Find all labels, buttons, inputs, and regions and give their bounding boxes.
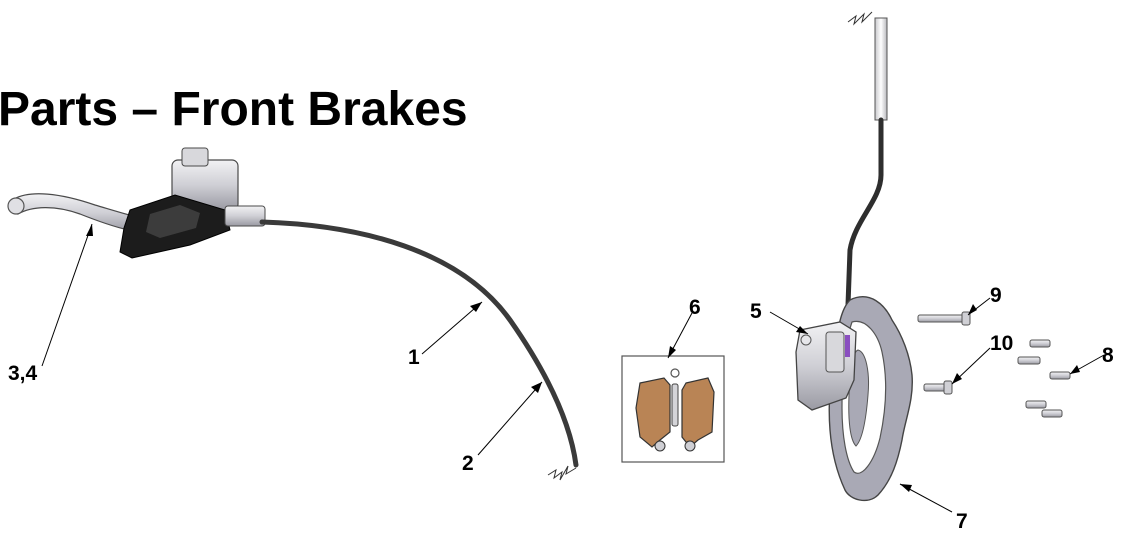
brake-hose [259,219,579,468]
callout-7: 7 [956,510,968,533]
hose-break-mark [547,465,577,481]
callout-8: 8 [1102,344,1114,367]
leader-2 [477,381,543,456]
callout-3-4: 3,4 [8,362,38,385]
brake-pad-right [681,377,715,448]
brake-pad-left [635,377,671,448]
callout-5: 5 [750,300,762,323]
callout-6: 6 [689,296,701,319]
page-title: Parts – Front Brakes [0,83,468,136]
rotor-and-caliper [795,296,913,502]
brake-pads-kit [621,355,725,463]
leader-3-4 [41,223,93,367]
leader-lines [41,223,1105,513]
callout-2: 2 [462,452,474,475]
caliper-hose [845,11,888,308]
leader-1 [421,301,483,355]
master-cylinder-assembly [7,147,266,259]
brake-lever [13,193,141,233]
rotor-bolts [1017,339,1071,418]
pad-pin [671,383,679,427]
caliper-bolts [917,311,971,395]
callout-9: 9 [990,284,1002,307]
hose-tube-upper [874,17,888,121]
callout-1: 1 [408,346,420,369]
caliper-bolt-long [917,314,969,323]
lever-ball-end [7,197,25,215]
callout-10: 10 [990,332,1013,355]
